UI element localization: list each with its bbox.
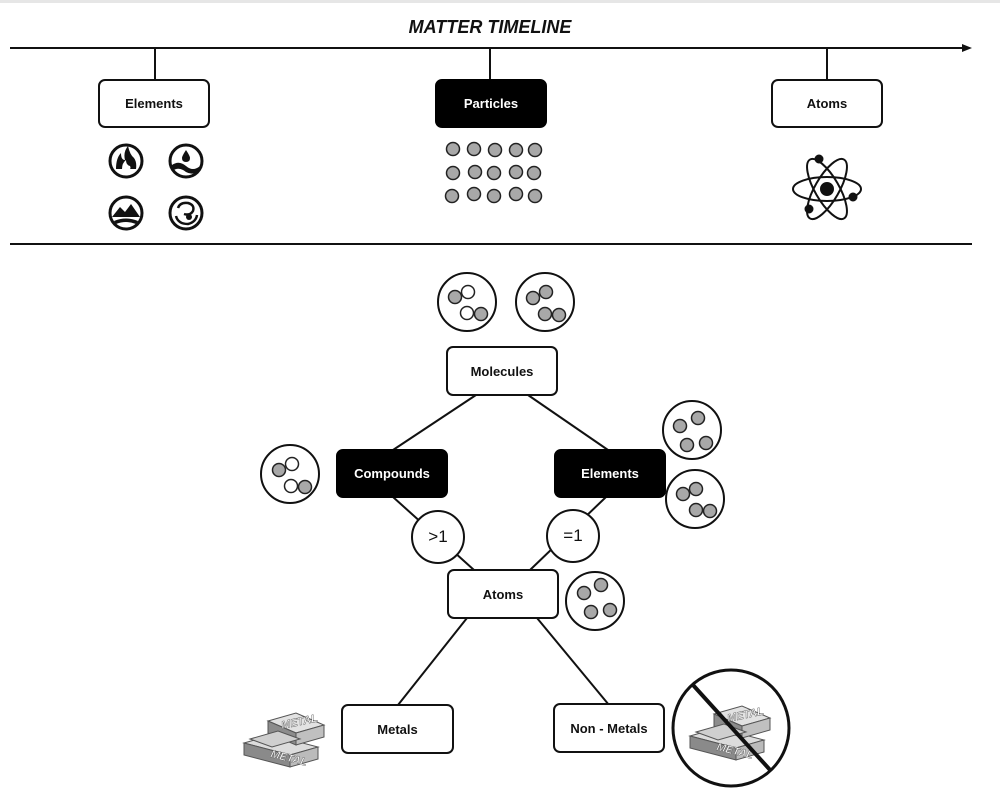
tree-node-compounds: Compounds [336,449,448,498]
timeline-arrowhead [962,44,972,52]
molecule-element-2 [665,469,725,529]
particles-grid [444,141,543,204]
air-icon [168,195,204,231]
tree-node-molecules: Molecules [446,346,558,396]
molecule-element-1 [662,400,722,460]
tree-node-elements: Elements [554,449,666,498]
no-metal-icon [671,668,791,788]
tree-node-atoms: Atoms [447,569,559,619]
molecule-same-1 [515,272,575,332]
diagram-title: MATTER TIMELINE [408,17,572,37]
window-top-border [0,0,1000,3]
atom-icon [792,154,862,221]
molecule-mixed-1 [437,272,497,332]
fire-icon [108,143,144,179]
timeline-node-elements: Elements [98,79,210,128]
molecule-compound [260,444,320,504]
tree-node-non-metals: Non - Metals [553,703,665,753]
metal-bars-icon [243,711,325,770]
condition-elements: =1 [546,509,600,563]
atoms-particle-cluster [565,571,625,631]
earth-icon [108,195,144,231]
timeline-node-atoms: Atoms [771,79,883,128]
tree-node-metals: Metals [341,704,454,754]
condition-compounds: >1 [411,510,465,564]
water-icon [168,143,204,179]
timeline-node-particles: Particles [435,79,547,128]
